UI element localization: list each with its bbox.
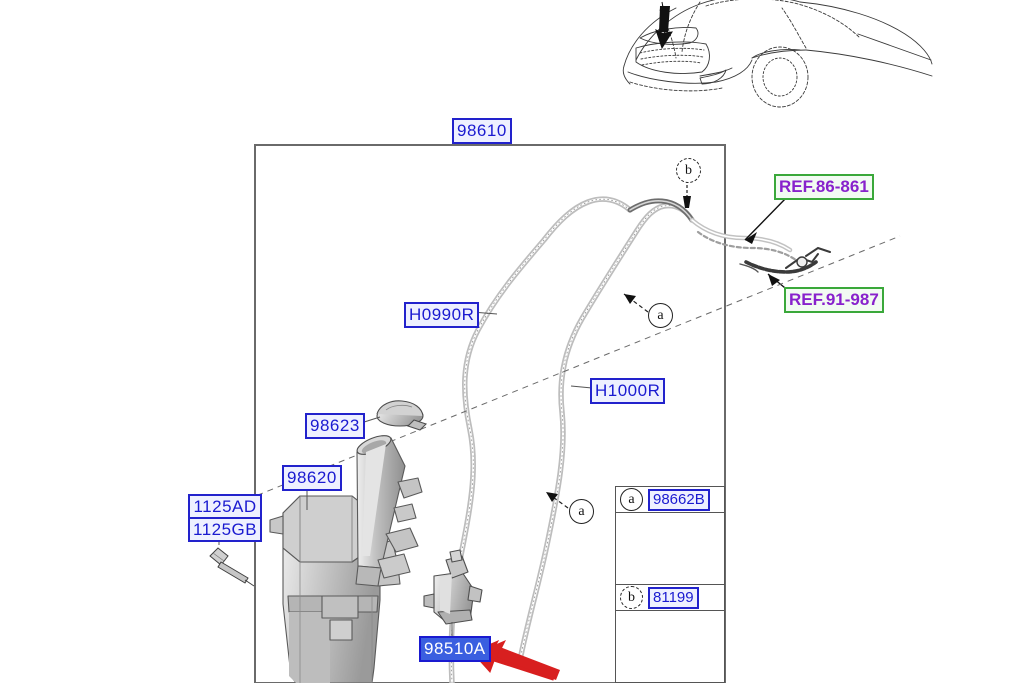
legend-figure-cell-b (616, 611, 724, 683)
leader-ref-86-861 (744, 195, 789, 244)
marker-a-right: a (648, 303, 673, 328)
callout-h1000r[interactable]: H1000R (590, 378, 666, 404)
reference-91-987[interactable]: REF.91-987 (784, 287, 884, 313)
legend-row-a: a 98662B (616, 487, 724, 513)
hose-h0990r (448, 196, 633, 683)
legend-table: a 98662B b 81199 (615, 486, 725, 683)
callout-98623[interactable]: 98623 (305, 413, 365, 439)
mounting-bolt-part (209, 547, 255, 587)
washer-pump-part (423, 549, 483, 625)
legend-figure-cell-a (616, 513, 724, 585)
callout-98510a[interactable]: 98510A (419, 636, 491, 662)
legend-part-81199[interactable]: 81199 (648, 586, 699, 609)
hose-junction (627, 198, 695, 223)
red-highlight-arrow (471, 639, 560, 681)
callout-bolt-group[interactable]: 1125AD 1125GB (188, 494, 263, 542)
thumbnail-arrow-icon (655, 1, 673, 50)
callout-98620[interactable]: 98620 (282, 465, 342, 491)
reference-86-861[interactable]: REF.86-861 (774, 174, 874, 200)
marker-a-left: a (569, 499, 594, 524)
callout-h0990r[interactable]: H0990R (404, 302, 480, 328)
hose-h1000r (517, 202, 695, 663)
marker-b-top: b (676, 158, 701, 183)
diagram-frame (254, 144, 726, 683)
callout-1125ad: 1125AD (193, 497, 257, 516)
hose-to-references (689, 217, 831, 274)
callout-1125gb: 1125GB (190, 517, 261, 540)
reservoir-cap-part (376, 400, 428, 431)
legend-row-b: b 81199 (616, 585, 724, 611)
legend-part-98662b[interactable]: 98662B (648, 488, 710, 511)
filler-neck (355, 435, 423, 587)
legend-marker-a: a (620, 488, 643, 511)
legend-marker-b: b (620, 586, 643, 609)
callout-98610[interactable]: 98610 (452, 118, 512, 144)
